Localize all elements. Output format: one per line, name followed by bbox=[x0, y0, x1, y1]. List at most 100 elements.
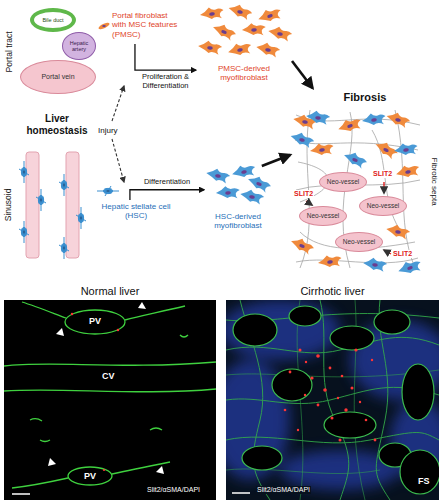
structure-label: PV bbox=[84, 471, 96, 481]
cirrhotic-liver-micrograph bbox=[226, 469, 380, 474]
panel-title: Cirrhotic liver bbox=[206, 285, 443, 298]
cirrhotic-liver-micrograph bbox=[226, 300, 340, 360]
cirrhotic-liver-micrograph bbox=[297, 429, 299, 431]
node-text: Neo-vessel bbox=[327, 178, 360, 185]
normal-liver-micrograph bbox=[138, 302, 146, 309]
cirrhotic-liver-micrograph bbox=[289, 371, 292, 374]
normal-liver-micrograph bbox=[4, 389, 216, 392]
fibrosis-cells bbox=[385, 223, 411, 240]
cirrhotic-liver-micrograph bbox=[329, 367, 332, 370]
stage-label: Injury bbox=[98, 126, 118, 135]
cirrhotic-liver-micrograph bbox=[374, 310, 410, 334]
structure-label: CV bbox=[102, 371, 115, 381]
node-text: Neo-vessel bbox=[307, 212, 340, 219]
normal-liver-micrograph bbox=[65, 310, 125, 334]
cirrhotic-liver-micrograph bbox=[299, 349, 302, 352]
cirrhotic-liver-micrograph bbox=[226, 300, 439, 500]
signal-label: SLIT2 bbox=[293, 190, 314, 198]
node-text: Neo-vessel bbox=[367, 202, 400, 209]
fibrosis-cells bbox=[309, 141, 335, 158]
normal-liver-micrograph bbox=[56, 328, 64, 336]
flow-arrow bbox=[262, 155, 290, 166]
fibrosis-region: FibrosisFibrotic septaNeo-vesselNeo-vess… bbox=[290, 88, 440, 274]
normal-liver-micrograph bbox=[4, 300, 216, 500]
pmsc-cell bbox=[98, 21, 111, 30]
cirrhotic-liver-micrograph bbox=[323, 388, 327, 392]
normal-liver-micrograph bbox=[71, 313, 119, 471]
pmsc-myofibroblasts bbox=[227, 2, 254, 21]
normal-liver-micrograph bbox=[40, 440, 50, 442]
cirrhotic-liver-micrograph bbox=[284, 409, 287, 412]
edge-label: Differentiation bbox=[144, 178, 190, 187]
node-text: HSC-derived myofibroblast bbox=[206, 212, 270, 230]
hsc-myofibroblast-cluster: HSC-derived myofibroblast bbox=[204, 166, 272, 232]
fibrosis-cells bbox=[289, 130, 316, 149]
region-label: Fibrotic septa bbox=[429, 157, 438, 205]
cirrhotic-liver-micrograph bbox=[354, 348, 357, 351]
fibrotic-fibers bbox=[295, 110, 420, 268]
fibrosis-cells bbox=[342, 149, 369, 169]
fibrosis-cells bbox=[363, 257, 388, 272]
normal-liver-micrograph bbox=[150, 428, 162, 430]
pmsc-cell bbox=[98, 21, 111, 30]
pmsc-myofibroblast-cluster: PMSC-derived myofibroblast bbox=[196, 2, 292, 84]
cirrhotic-liver-micrograph bbox=[232, 492, 250, 494]
normal-liver-micrograph bbox=[71, 313, 73, 315]
cirrhotic-liver-micrograph bbox=[359, 401, 361, 403]
fibrosis-cells bbox=[289, 110, 421, 270]
slit2-arrows bbox=[306, 201, 312, 205]
hsc-myofibroblasts bbox=[205, 167, 231, 184]
node-text: Portal vein bbox=[41, 73, 74, 81]
pmsc-myofibroblasts bbox=[227, 40, 254, 59]
normal-liver-micrograph bbox=[48, 458, 56, 466]
sinusoid-drawing bbox=[26, 152, 39, 258]
signal-label: SLIT2 bbox=[372, 170, 393, 178]
pmsc-myofibroblasts bbox=[255, 41, 281, 58]
cirrhotic-liver-micrograph bbox=[317, 404, 320, 407]
pmsc-myofibroblasts bbox=[256, 5, 283, 25]
region-title: Fibrosis bbox=[290, 91, 440, 104]
fibrosis-cells bbox=[317, 253, 343, 270]
cirrhotic-liver-micrograph bbox=[402, 364, 434, 420]
pmsc-myofibroblasts bbox=[199, 5, 225, 22]
panel-title: Normal liver bbox=[0, 285, 236, 298]
sinusoid-drawing bbox=[19, 221, 29, 243]
structure-label: PV bbox=[89, 316, 101, 326]
hsc-myofibroblasts bbox=[215, 185, 240, 200]
normal-liver-micrograph bbox=[12, 478, 68, 488]
cirrhotic-liver-micrograph bbox=[316, 354, 320, 358]
injury-arrows bbox=[112, 139, 124, 182]
normal-liver-micrograph bbox=[112, 462, 170, 474]
pmsc-myofibroblasts bbox=[267, 25, 293, 42]
normal-liver-micrograph bbox=[4, 362, 216, 366]
cirrhotic-liver-micrograph bbox=[371, 359, 373, 361]
pmsc-myofibroblasts bbox=[241, 22, 266, 37]
normal-liver-micrograph bbox=[125, 306, 185, 320]
cirrhotic-liver-micrograph bbox=[374, 439, 377, 442]
slit2-arrows bbox=[306, 182, 391, 254]
fibrotic-fibers bbox=[296, 258, 418, 263]
sinusoid-region: Sinusoid bbox=[16, 150, 96, 260]
node-text: Hepatic artery bbox=[68, 40, 91, 53]
hsc-myofibroblasts bbox=[205, 162, 273, 205]
cirrhotic-liver-micrograph bbox=[339, 439, 342, 442]
fibrosis-cells bbox=[395, 162, 422, 181]
sinusoid-drawing bbox=[76, 207, 86, 229]
neo-vessel: Neo-vessel bbox=[359, 196, 407, 216]
fibrosis-cells bbox=[306, 110, 331, 125]
normal-liver-micrograph bbox=[4, 302, 216, 488]
node-text: Portal fibroblast with MSC features (PMS… bbox=[100, 11, 184, 39]
cirrhotic-liver-micrograph bbox=[272, 369, 312, 401]
fibrosis-cells bbox=[396, 257, 423, 277]
edge-label: Proliferation & Differentiation bbox=[129, 73, 201, 90]
normal-liver-micrograph bbox=[48, 302, 164, 474]
cirrhotic-liver-micrograph bbox=[226, 300, 439, 500]
fibrosis-cells bbox=[361, 111, 387, 128]
sinusoid-drawing bbox=[19, 161, 29, 183]
cirrhotic-liver-micrograph bbox=[210, 300, 443, 500]
node-text: PMSC-derived myofibroblast bbox=[198, 64, 290, 82]
cirrhotic-liver-micrograph bbox=[284, 348, 377, 441]
flow-arrow bbox=[130, 190, 204, 200]
fibrosis-cells bbox=[336, 115, 363, 135]
flow-arrow bbox=[292, 61, 313, 88]
